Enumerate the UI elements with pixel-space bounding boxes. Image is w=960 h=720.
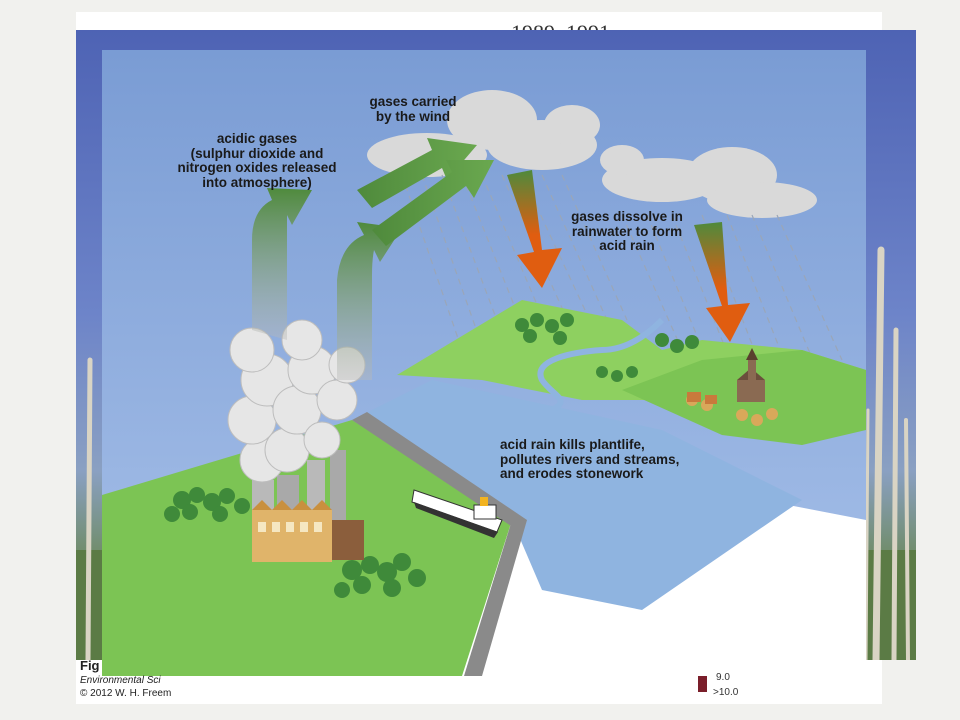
acid-rain-illustration: [102, 50, 866, 676]
rising-arrow-left: [252, 188, 312, 340]
legend-swatch: [698, 676, 707, 692]
trees: [164, 313, 699, 598]
figure-caption: Fig Environmental Sci © 2012 W. H. Freem: [80, 658, 280, 700]
river-water: [352, 380, 802, 610]
legend-value-9: 9.0: [716, 672, 730, 683]
wind-arrow-upper: [357, 138, 477, 208]
acid-rain-diagram: acidic gases (sulphur dioxide and nitrog…: [102, 50, 866, 676]
acid-rain-arrow-right: [694, 222, 750, 342]
acidic-gases-label: acidic gases (sulphur dioxide and nitrog…: [177, 131, 337, 190]
legend-value-10: >10.0: [713, 687, 739, 698]
ship: [411, 489, 503, 538]
wind-arrow-lower: [372, 160, 494, 246]
dissolve-label: gases dissolve in rainwater to form acid…: [571, 209, 683, 253]
church: [737, 348, 765, 402]
caption-book-title: Environmental Sci: [80, 675, 161, 686]
caption-figure-label: Fig: [80, 658, 100, 673]
caption-copyright: © 2012 W. H. Freem: [80, 688, 172, 699]
factory: [252, 450, 364, 562]
acid-rain-arrow-left: [507, 170, 562, 288]
rising-arrow-right: [337, 222, 402, 380]
wind-label: gases carried by the wind: [369, 94, 457, 124]
effects-label: acid rain kills plantlife, pollutes rive…: [500, 437, 680, 481]
